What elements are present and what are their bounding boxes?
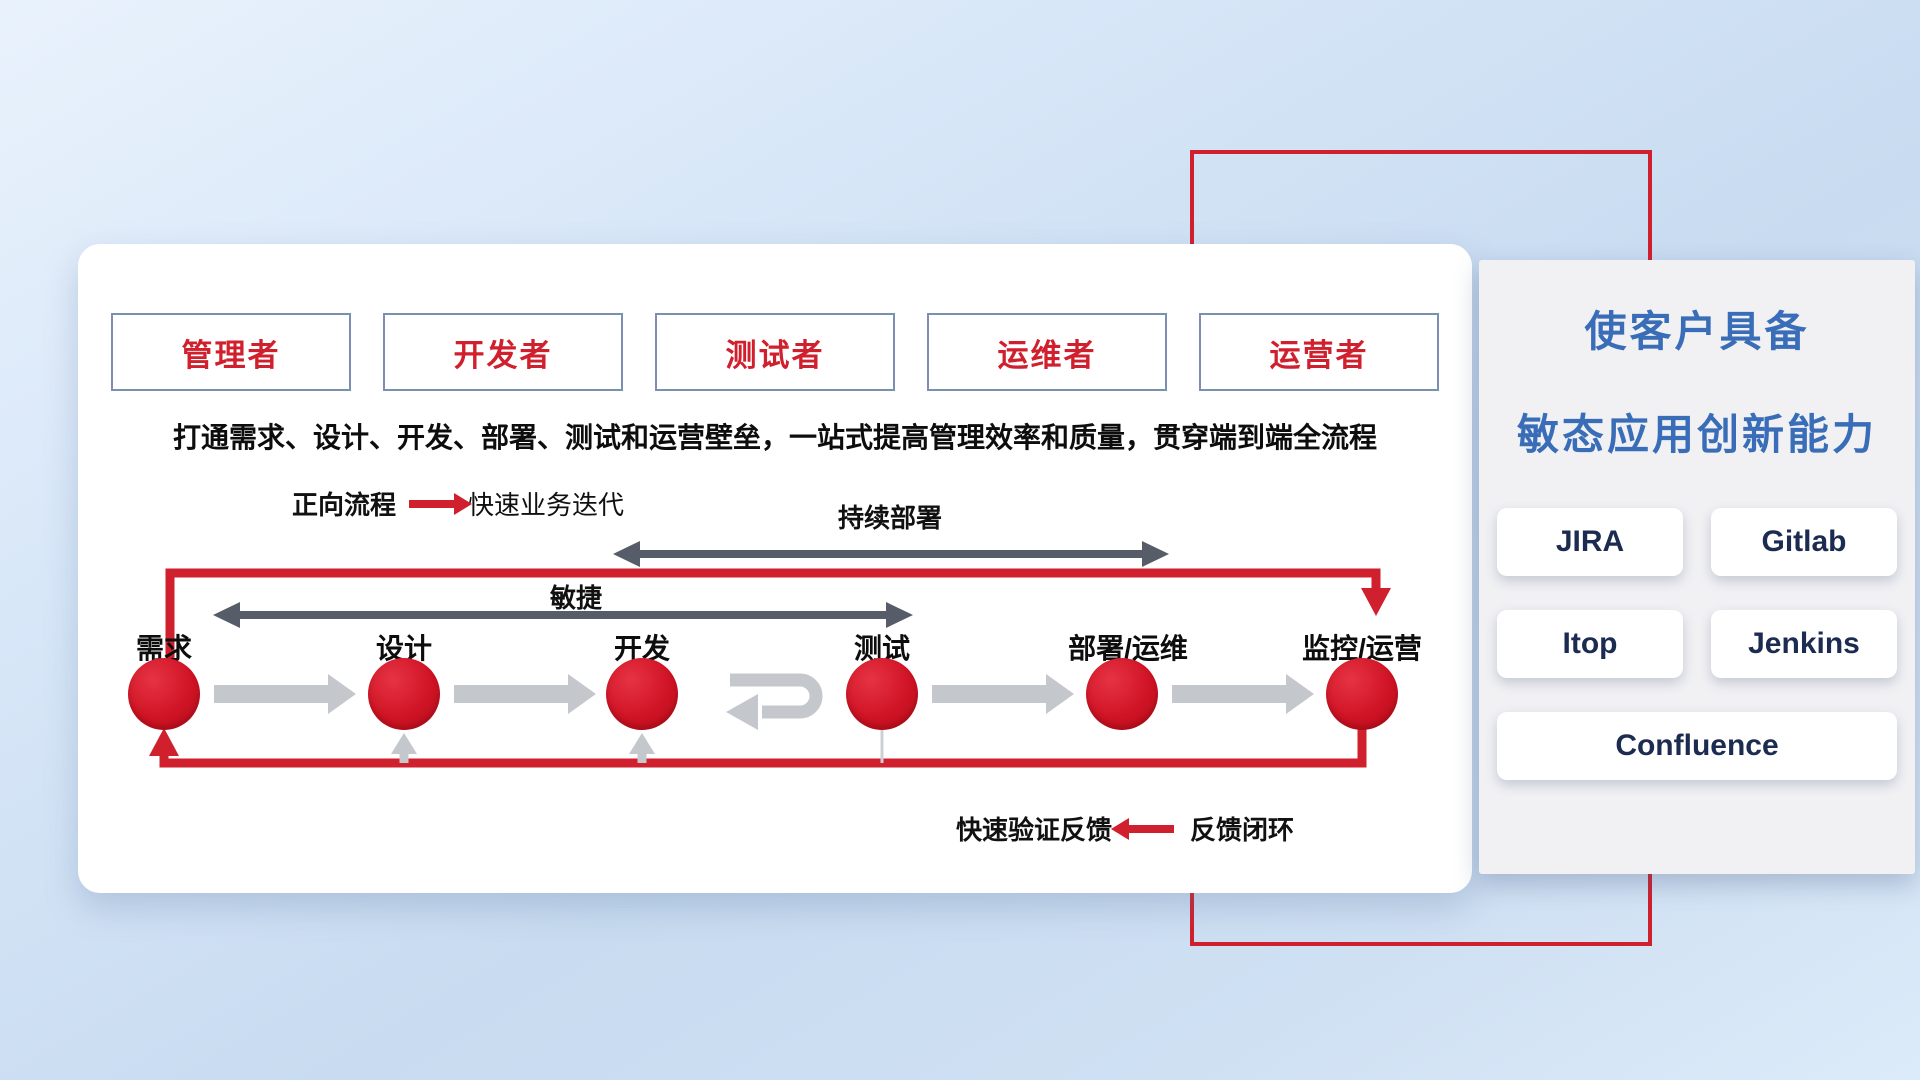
panel-title-line2: 敏态应用创新能力 — [1516, 411, 1877, 458]
feedback-legend: 快速验证反馈 反馈闭环 — [956, 810, 1294, 847]
feedback-loop-arrowhead — [149, 728, 179, 756]
tools-grid: JIRA Gitlab Itop Jenkins Confluence — [1497, 508, 1897, 780]
agile-arrowhead-right — [886, 602, 913, 628]
panel-title-line1: 使客户具备 — [1584, 308, 1810, 355]
feedback-desc: 快速验证反馈 — [956, 815, 1113, 845]
iteration-loop-icon — [730, 673, 823, 719]
capability-panel: 使客户具备 敏态应用创新能力 JIRA Gitlab Itop Jenkins … — [1479, 260, 1915, 874]
flow-description: 打通需求、设计、开发、部署、测试和运营壁垒，一站式提高管理效率和质量，贯穿端到端… — [172, 422, 1377, 453]
forward-flow-desc: 快速业务迭代 — [468, 490, 625, 520]
forward-arrow-icon — [409, 492, 473, 515]
step-node-requirements — [128, 658, 200, 730]
step-node-monitor-ops — [1326, 658, 1398, 730]
feedback-label: 反馈闭环 — [1190, 815, 1295, 845]
feedback-arrow-icon — [1111, 817, 1175, 840]
tool-itop: Itop — [1497, 610, 1683, 678]
role-box-ops: 运维者 — [927, 313, 1167, 391]
continuous-deploy-arrowhead-right — [1142, 541, 1169, 567]
flow-arrow-3 — [932, 674, 1074, 714]
feeder-arrowhead-dev — [629, 733, 655, 754]
step-node-development — [606, 658, 678, 730]
forward-flow-legend: 正向流程 快速业务迭代 — [292, 485, 624, 522]
roles-row: 管理者 开发者 测试者 运维者 运营者 — [111, 313, 1439, 391]
flow-arrow-1 — [214, 674, 356, 714]
forward-loop-line — [165, 568, 1381, 694]
feeder-arrowhead-design — [391, 733, 417, 754]
iteration-loop-arrowhead — [726, 694, 758, 730]
continuous-deploy-arrowhead-left — [613, 541, 640, 567]
devops-flow-card: 管理者 开发者 测试者 运维者 运营者 打通需求、设计、开发、部署、测试和运营壁… — [78, 244, 1472, 893]
forward-flow-label: 正向流程 — [292, 490, 397, 520]
role-box-tester: 测试者 — [655, 313, 895, 391]
tool-jenkins: Jenkins — [1711, 610, 1897, 678]
tool-confluence: Confluence — [1497, 712, 1897, 780]
flow-arrows-graphic — [149, 541, 1391, 768]
forward-loop-arrowhead — [1361, 588, 1391, 616]
agile-label: 敏捷 — [549, 583, 603, 613]
role-box-developer: 开发者 — [383, 313, 623, 391]
continuous-deploy-label: 持续部署 — [837, 503, 943, 533]
step-node-deploy-ops — [1086, 658, 1158, 730]
agile-arrowhead-left — [213, 602, 240, 628]
flow-arrow-4 — [1172, 674, 1314, 714]
role-box-manager: 管理者 — [111, 313, 351, 391]
step-node-testing — [846, 658, 918, 730]
tool-jira: JIRA — [1497, 508, 1683, 576]
feedback-loop-line — [159, 694, 1367, 768]
flow-arrow-2 — [454, 674, 596, 714]
tool-gitlab: Gitlab — [1711, 508, 1897, 576]
step-node-design — [368, 658, 440, 730]
role-box-operator: 运营者 — [1199, 313, 1439, 391]
